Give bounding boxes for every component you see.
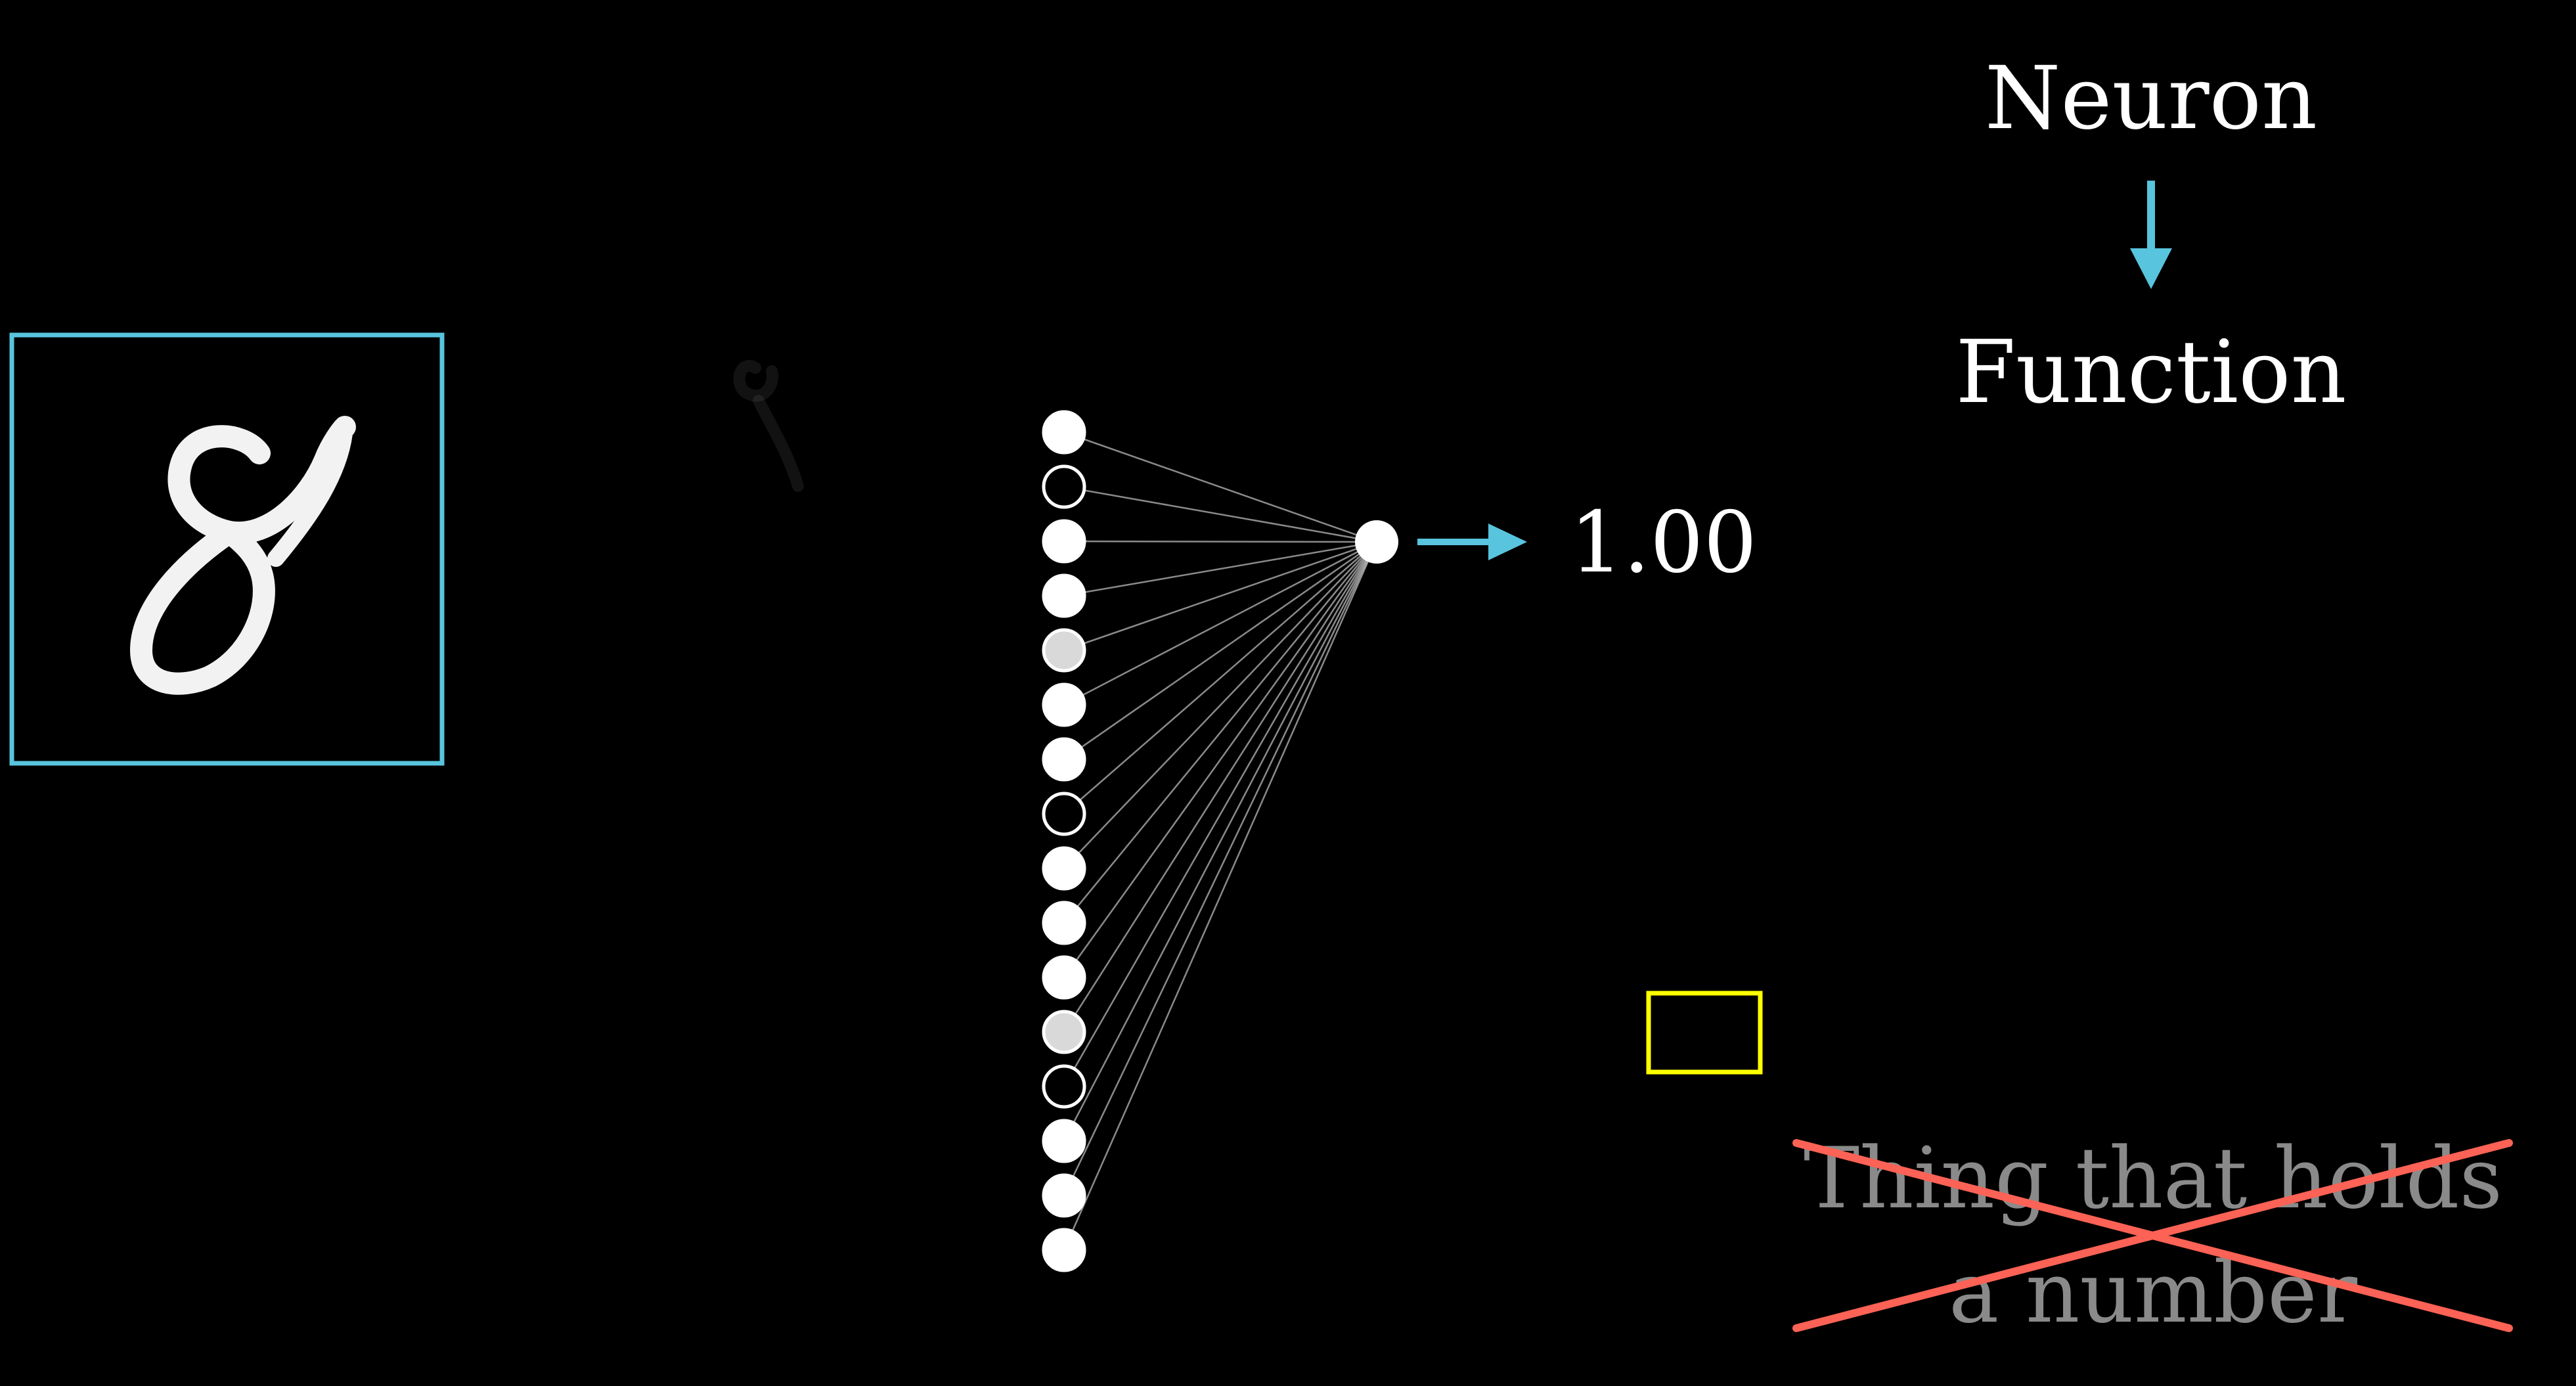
input-neuron bbox=[1042, 1119, 1086, 1163]
ghost-digit bbox=[733, 360, 804, 492]
input-neuron bbox=[1042, 628, 1086, 673]
input-neuron bbox=[1042, 464, 1086, 509]
output-value: 1.00 bbox=[1570, 494, 1757, 592]
connection-line bbox=[1063, 541, 1377, 652]
strike-line-b bbox=[1792, 1139, 2513, 1332]
input-neuron bbox=[1042, 955, 1086, 1000]
input-neuron bbox=[1042, 1228, 1086, 1272]
connection-line bbox=[1063, 541, 1378, 978]
output-neuron bbox=[1355, 520, 1398, 564]
connection-line bbox=[1063, 541, 1377, 597]
connection-line bbox=[1063, 541, 1378, 1251]
connection-line bbox=[1063, 541, 1377, 815]
down-arrow-icon bbox=[2130, 181, 2172, 289]
input-neuron bbox=[1042, 737, 1086, 782]
input-neuron bbox=[1042, 519, 1086, 564]
input-neuron-column bbox=[1042, 410, 1086, 1272]
input-image-frame bbox=[9, 332, 445, 766]
connection-line bbox=[1063, 485, 1377, 543]
input-neuron bbox=[1042, 901, 1086, 945]
function-label: Function bbox=[1955, 322, 2346, 423]
input-neuron bbox=[1042, 1064, 1086, 1109]
connection-line bbox=[1063, 541, 1378, 1142]
connection-line bbox=[1063, 541, 1377, 706]
input-neuron bbox=[1042, 1173, 1086, 1218]
neuron-label: Neuron bbox=[1985, 48, 2317, 149]
connection-line bbox=[1063, 431, 1377, 543]
handwritten-digit bbox=[130, 416, 356, 695]
input-neuron bbox=[1042, 1010, 1086, 1054]
digit-upper-loop bbox=[167, 416, 356, 545]
struck-text-line1: Thing that holds bbox=[1804, 1130, 2502, 1228]
input-neuron bbox=[1042, 410, 1086, 455]
connection-line bbox=[1063, 541, 1378, 1196]
input-neuron bbox=[1042, 573, 1086, 618]
digit-lower-loop bbox=[130, 521, 275, 695]
connection-line bbox=[1063, 541, 1377, 924]
connection-line bbox=[1063, 541, 1378, 1087]
output-arrow-icon bbox=[1417, 524, 1527, 560]
highlight-box bbox=[1646, 991, 1763, 1075]
connections bbox=[1063, 431, 1378, 1251]
connection-line bbox=[1063, 541, 1378, 1033]
struck-text-line2: a number bbox=[1949, 1244, 2358, 1342]
input-neuron bbox=[1042, 792, 1086, 836]
input-neuron bbox=[1042, 846, 1086, 891]
connection-line bbox=[1063, 541, 1377, 761]
connection-line bbox=[1063, 541, 1377, 869]
struck-definition: Thing that holds a number bbox=[1792, 1130, 2513, 1342]
connection-line bbox=[1063, 540, 1377, 543]
input-image bbox=[9, 332, 445, 766]
digit-tail bbox=[267, 418, 353, 567]
input-neuron bbox=[1042, 682, 1086, 727]
